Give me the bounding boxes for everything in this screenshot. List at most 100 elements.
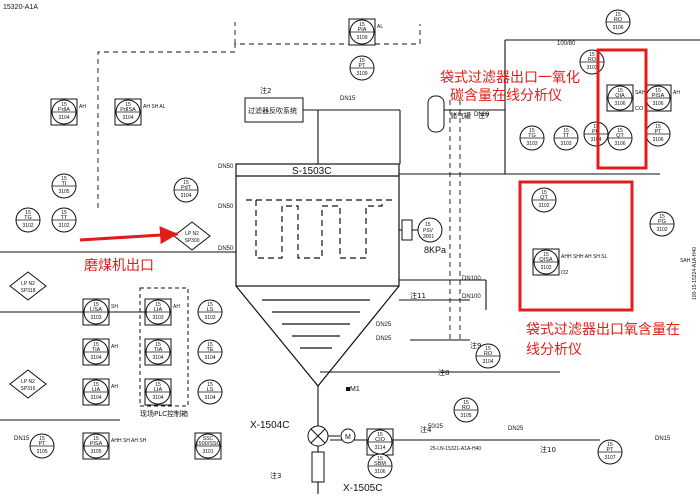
instrument-text: 15 bbox=[207, 302, 213, 308]
psv-bubble bbox=[417, 217, 443, 243]
instrument-text: 3106 bbox=[612, 25, 623, 31]
filter-vessel bbox=[235, 163, 400, 387]
instrument-text: 15 bbox=[155, 342, 161, 348]
motor-tag-marker bbox=[346, 387, 350, 391]
instrument-text: TT bbox=[61, 215, 68, 221]
instrument-text: 3105 bbox=[90, 449, 101, 455]
instrument-text: 15 bbox=[541, 190, 547, 196]
instrument-text: 3104 bbox=[482, 359, 493, 365]
instrument-text: 3106 bbox=[614, 101, 625, 107]
instrument-text: 3103 bbox=[526, 141, 537, 147]
interlock-text: SP316 bbox=[20, 386, 35, 392]
instrument-text: RO bbox=[588, 57, 597, 63]
instrument-text: PIA bbox=[358, 27, 367, 33]
instrument-text: 15 bbox=[377, 456, 383, 462]
instrument-text: QISA bbox=[539, 257, 552, 263]
instrument-text: LIA bbox=[154, 307, 163, 313]
pipe-dn100-top: 100/80 bbox=[557, 41, 576, 47]
pipe-5025: 50/25 bbox=[428, 424, 444, 430]
instrument-text: LS bbox=[207, 307, 214, 313]
instrument-text: QT bbox=[540, 195, 548, 201]
psv-nozzle bbox=[401, 219, 413, 241]
instrument-text: RO bbox=[614, 17, 623, 23]
co-analyzer-highlight bbox=[596, 48, 648, 170]
instrument-text: 15 bbox=[543, 252, 549, 258]
pipe-dn80: DN80 bbox=[474, 112, 490, 118]
signal-lines-top bbox=[97, 22, 461, 340]
instrument-text: 15 bbox=[563, 128, 569, 134]
note-9: 注9 bbox=[470, 341, 481, 350]
pipe-dn50-c: DN50 bbox=[218, 246, 234, 252]
instrument-text: 15 bbox=[359, 58, 365, 64]
instrument-text: 15 bbox=[61, 210, 67, 216]
instrument-text: 3102 bbox=[58, 223, 69, 229]
instrument-text: TG bbox=[528, 133, 536, 139]
instrument-text: 3114 bbox=[375, 445, 386, 451]
instrument-text: 3104 bbox=[152, 355, 163, 361]
pipe-dn25-c: DN25 bbox=[508, 426, 524, 432]
instrument-text: 3104 bbox=[204, 395, 215, 401]
psv-setpoint: 8KPa bbox=[424, 245, 446, 255]
instrument-text: 15 bbox=[655, 124, 661, 130]
motor-letter: M bbox=[345, 434, 351, 441]
instrument-alarm: AHH SH AH SH bbox=[111, 438, 147, 444]
instrument-text: 3103 bbox=[586, 65, 597, 71]
instrument-alarm: AH bbox=[79, 104, 86, 110]
instrument-text: 3102 bbox=[22, 223, 33, 229]
instrument-text: 3104 bbox=[122, 115, 133, 121]
interlock-text: LP N2 bbox=[185, 231, 199, 237]
pipe-dn50-b: DN50 bbox=[218, 204, 234, 210]
instrument-text: TT bbox=[563, 133, 570, 139]
instrument-text: PdISA bbox=[120, 107, 136, 113]
instrument-text: 15 bbox=[93, 342, 99, 348]
motor-tag: M1 bbox=[350, 386, 360, 393]
pipe-right-sah: SAH bbox=[680, 258, 691, 264]
instrument-text: SBM bbox=[374, 461, 386, 467]
interlock-text: LP N2 bbox=[21, 379, 35, 385]
instrument-text: QT bbox=[616, 133, 624, 139]
instrument-text: PT bbox=[606, 447, 614, 453]
conveyor-label: X-1505C bbox=[343, 483, 382, 494]
instrument-text: 3104 bbox=[204, 355, 215, 361]
instrument-text: PT bbox=[654, 129, 662, 135]
instrument-text: TE bbox=[206, 347, 213, 353]
instrument-text: PdT bbox=[181, 185, 192, 191]
blowback-label: 过滤器反吹系统 bbox=[248, 106, 297, 115]
instrument-text: 15 bbox=[617, 88, 623, 94]
pipe-dn100-b: DN100 bbox=[462, 294, 481, 300]
plc-panel-label: 现场PLC控制箱 bbox=[140, 409, 188, 418]
instrument-text: 15 bbox=[93, 382, 99, 388]
instrument-note: O2 bbox=[561, 270, 568, 276]
instrument-text: 3103 bbox=[204, 315, 215, 321]
instrument-text: 15 bbox=[529, 128, 535, 134]
instrument-text: 15 bbox=[485, 346, 491, 352]
psv-tag1: 15 bbox=[425, 222, 431, 228]
instrument-text: SSC bbox=[203, 436, 214, 442]
instrument-text: 3105 bbox=[58, 189, 69, 195]
instrument-text: 15 bbox=[125, 102, 131, 108]
filter-label: S-1503C bbox=[292, 166, 331, 177]
instrument-text: 15 bbox=[155, 302, 161, 308]
instrument-text: 1500/SSC bbox=[195, 441, 220, 447]
instrument-text: 15 bbox=[61, 102, 67, 108]
mill-outlet-annotation: 磨煤机出口 bbox=[84, 258, 154, 274]
instrument-note: CO bbox=[635, 106, 644, 112]
instrument-text: 15 bbox=[93, 302, 99, 308]
instrument-text: PdIA bbox=[58, 107, 70, 113]
instrument-text: 3103 bbox=[560, 141, 571, 147]
instrument-text: 15 bbox=[655, 88, 661, 94]
